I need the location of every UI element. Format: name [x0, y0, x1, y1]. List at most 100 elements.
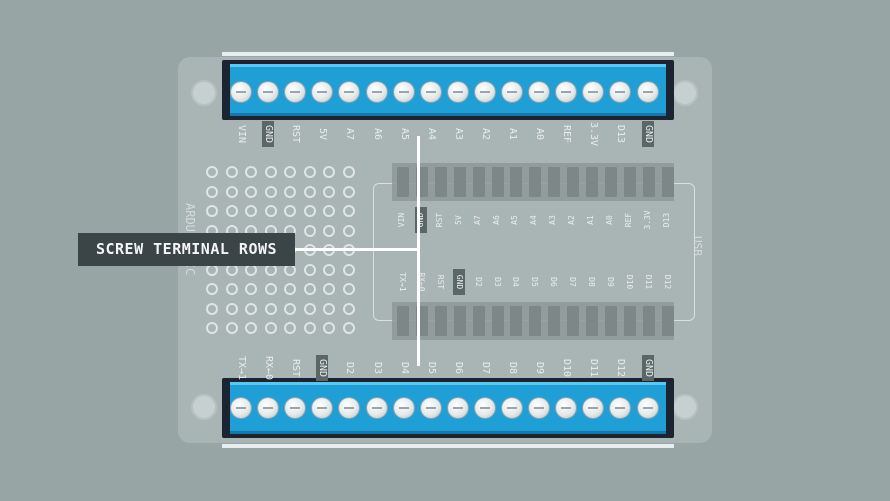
nano-bottom-pin-label: D10	[624, 274, 634, 290]
top-terminal-label: A1	[507, 127, 518, 141]
usb-silkscreen: USB	[691, 236, 704, 256]
proto-hole	[303, 166, 316, 178]
nano-top-pin-label: 3.3V	[642, 210, 652, 230]
nano-header-pin	[397, 306, 409, 336]
top-terminal-edge	[222, 52, 674, 56]
terminal-screw	[393, 398, 414, 418]
nano-header-pin	[586, 167, 598, 197]
proto-hole	[323, 302, 335, 315]
terminal-screw	[231, 82, 251, 102]
terminal-screw	[312, 82, 333, 102]
proto-hole	[342, 302, 355, 315]
terminal-screw	[502, 398, 522, 418]
nano-header-pin	[661, 167, 674, 197]
bottom-terminal-label: D10	[561, 358, 573, 378]
bottom-terminal-label: D9	[534, 361, 546, 375]
nano-header-pin	[623, 306, 636, 336]
nano-header-pin	[510, 306, 523, 336]
proto-hole	[323, 224, 335, 237]
terminal-screw	[637, 398, 658, 418]
top-terminal-label: A2	[479, 127, 491, 141]
proto-hole	[206, 322, 218, 334]
proto-hole	[225, 205, 238, 217]
mount-hole-top-left	[191, 80, 217, 106]
proto-hole	[342, 283, 355, 295]
top-terminal-label: 3.3V	[588, 121, 600, 147]
top-terminal-label: A5	[398, 127, 410, 141]
nano-bottom-pin-label: D4	[511, 277, 521, 287]
proto-hole	[264, 322, 277, 334]
nano-header-pin	[567, 306, 580, 336]
terminal-screw	[285, 82, 306, 102]
terminal-screw	[258, 398, 279, 418]
top-terminal-label: D13	[615, 124, 627, 144]
proto-hole	[264, 205, 277, 217]
terminal-screw	[474, 82, 495, 102]
bottom-terminal-label: GND	[641, 355, 654, 381]
top-terminal-label: GND	[641, 121, 654, 147]
proto-hole	[206, 302, 218, 315]
terminal-screw	[420, 82, 441, 102]
proto-hole	[342, 185, 355, 198]
bottom-terminal-label: D5	[425, 361, 437, 375]
proto-hole	[323, 166, 335, 178]
terminal-screw	[610, 82, 631, 102]
proto-hole	[284, 322, 296, 334]
bottom-terminal-label: RST	[290, 358, 302, 378]
proto-hole	[342, 322, 355, 334]
proto-hole	[303, 263, 316, 276]
proto-hole	[206, 205, 218, 217]
nano-top-pin-label: A2	[567, 215, 577, 225]
terminal-screw	[529, 398, 550, 418]
nano-header-pin	[472, 167, 485, 197]
top-terminal-label: VIN	[236, 124, 247, 144]
proto-hole	[303, 322, 316, 334]
bottom-terminal-edge	[222, 444, 674, 448]
proto-hole	[245, 166, 257, 178]
bottom-terminal-label: D6	[452, 361, 464, 375]
nano-bottom-pin-label: D3	[492, 277, 502, 287]
terminal-screw	[556, 398, 577, 418]
terminal-screw	[637, 82, 658, 102]
bottom-terminal-label: D11	[588, 358, 600, 378]
top-terminal-label: REF	[561, 124, 573, 144]
nano-bottom-pin-label: D8	[587, 277, 596, 287]
top-terminal-label: A4	[425, 127, 437, 141]
proto-hole	[225, 322, 238, 334]
nano-header-pin	[604, 306, 617, 336]
terminal-screw	[502, 82, 522, 102]
nano-header-pin	[529, 306, 542, 336]
mount-hole-bottom-left	[191, 394, 217, 420]
nano-top-pin-label: D13	[661, 212, 671, 228]
proto-hole	[284, 302, 296, 315]
terminal-screw	[583, 82, 604, 102]
proto-hole	[264, 283, 277, 295]
top-terminal-label: A3	[452, 127, 464, 141]
terminal-screw	[529, 82, 550, 102]
proto-hole	[225, 185, 238, 198]
proto-hole	[284, 185, 296, 198]
proto-hole	[342, 205, 355, 217]
bottom-terminal-label: RX←0	[263, 355, 275, 381]
proto-hole	[245, 205, 257, 217]
proto-hole	[323, 283, 335, 295]
terminal-screw	[583, 398, 604, 418]
bottom-terminal-label: GND	[316, 355, 329, 381]
nano-bottom-pin-label: D6	[549, 277, 559, 287]
proto-hole	[264, 166, 277, 178]
terminal-screw	[393, 82, 414, 102]
terminal-screw	[258, 82, 279, 102]
proto-hole	[206, 166, 218, 178]
nano-top-pin-label: A4	[529, 215, 539, 225]
terminal-screw	[312, 398, 333, 418]
proto-hole	[264, 302, 277, 315]
proto-hole	[303, 205, 316, 217]
callout-leader-horizontal	[295, 248, 419, 251]
bottom-terminal-label: D3	[371, 361, 383, 375]
terminal-screw	[447, 82, 468, 102]
bottom-terminal-label: TX→1	[236, 355, 247, 381]
terminal-screw	[474, 398, 495, 418]
proto-hole	[225, 302, 238, 315]
terminal-screw	[339, 398, 360, 418]
